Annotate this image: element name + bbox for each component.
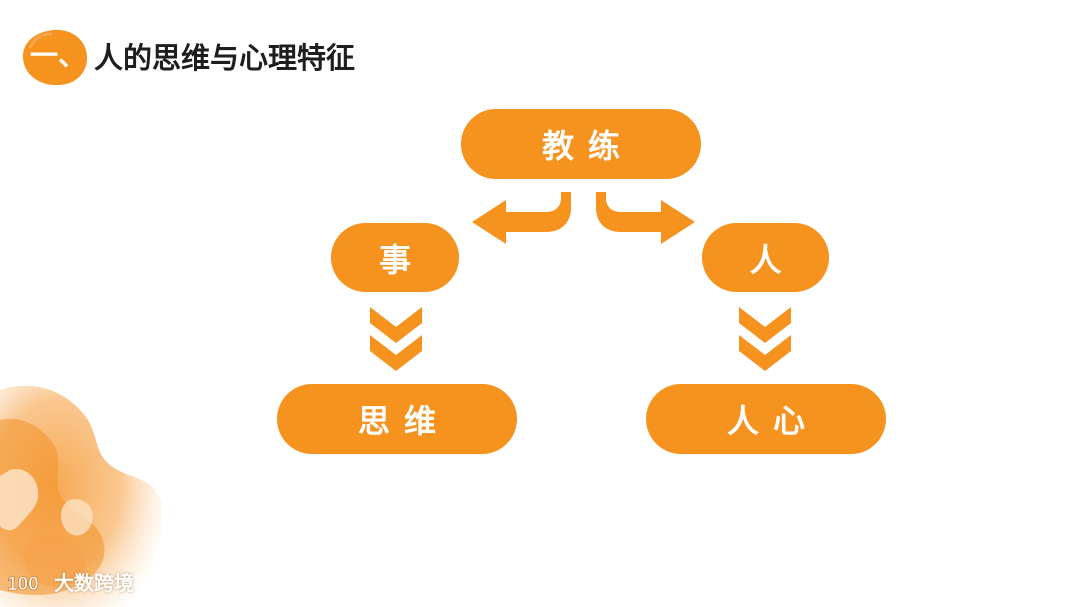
ink-brush-decoration bbox=[0, 385, 164, 607]
page-title: 人的思维与心理特征 bbox=[94, 41, 356, 75]
node-heart: 人心 bbox=[646, 384, 886, 454]
double-chevron-down-icon bbox=[739, 307, 791, 371]
curved-arrow-right-icon bbox=[596, 192, 695, 244]
node-heart-label: 人心 bbox=[726, 402, 819, 440]
brand-logo-text: 100 bbox=[7, 574, 39, 595]
node-matter-label: 事 bbox=[378, 240, 411, 279]
node-coach-label: 教练 bbox=[541, 127, 634, 165]
brush-circle-icon bbox=[22, 29, 88, 86]
section-number-badge: 一、 bbox=[22, 28, 88, 86]
node-matter: 事 bbox=[331, 223, 459, 292]
node-thinking: 思维 bbox=[277, 384, 517, 454]
brand-watermark: 100 大数跨境 bbox=[6, 568, 134, 598]
node-coach: 教练 bbox=[461, 109, 701, 179]
node-person-label: 人 bbox=[749, 240, 782, 279]
brand-name: 大数跨境 bbox=[54, 571, 134, 595]
double-chevron-down-icon bbox=[370, 307, 422, 371]
brand-logo-icon: 100 bbox=[7, 574, 39, 596]
curved-arrow-left-icon bbox=[472, 192, 571, 244]
node-person: 人 bbox=[702, 223, 829, 292]
section-number: 一、 bbox=[30, 39, 87, 72]
node-thinking-label: 思维 bbox=[357, 402, 450, 440]
